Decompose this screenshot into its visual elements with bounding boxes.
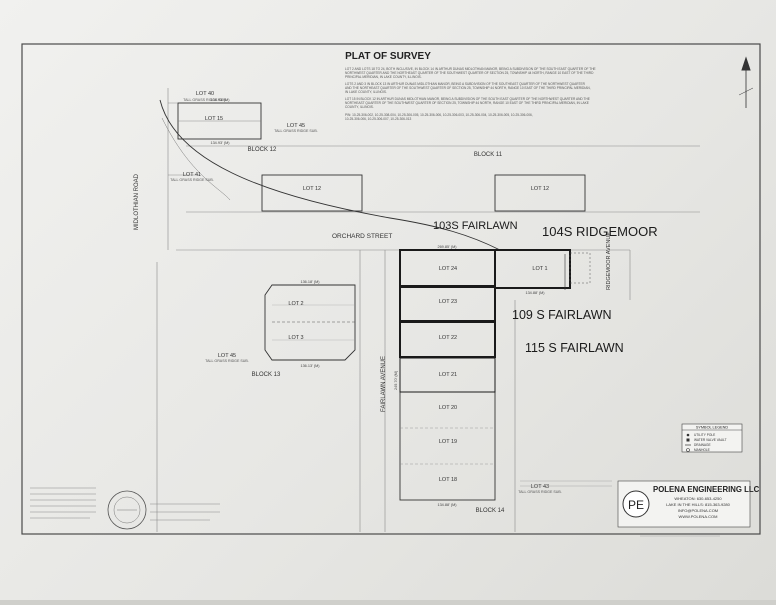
lot-label: LOT 24 [439,266,457,272]
subdivision-note: TALL GRASS RIDGE SUB. [205,359,249,363]
legend-item: MANHOLE [694,448,710,452]
lot-label: LOT 1 [532,266,547,272]
block-label: BLOCK 11 [474,152,503,158]
legal-line: COUNTY, ILLINOIS. [345,105,374,109]
lot-label: LOT 43 [531,484,549,490]
street-label-midlothian: MIDLOTHIAN ROAD [134,173,140,230]
block-13-lots [264,284,356,361]
dimension: 134.88' (M) [525,291,545,295]
lot-label: LOT 15 [205,116,223,122]
lot-label: LOT 3 [288,335,303,341]
plat-title: PLAT OF SURVEY [345,51,431,62]
plat-border [21,43,761,535]
handwritten-address: 109 S FAIRLAWN [512,308,612,322]
company-name: POLENA ENGINEERING LLC [653,485,760,494]
lot-label: LOT 12 [303,186,321,192]
legal-line: NORTHEAST QUARTER OF THE SOUTHWEST QUART… [345,101,589,105]
legal-line: LOT 15 IN BLOCK 12 IN ARTHUR DUNAS MIDLO… [345,97,590,101]
dimension: 136.18' (M) [300,280,320,284]
street-label-fairlawn: FAIRLAWN AVENUE [381,356,387,412]
legal-line: AND THE NORTHEAST QUARTER OF THE SOUTHWE… [345,86,591,90]
lot-label: LOT 45 [287,123,305,129]
dimension: 134.88' (M) [437,503,457,507]
legend-item: WATER VALVE VAULT [694,438,727,442]
highlighted-lots [399,249,571,393]
lot-label: LOT 22 [439,335,457,341]
lot-label: LOT 12 [531,186,549,192]
handwritten-address: 104S RIDGEMOOR [542,224,658,239]
lot-label: LOT 41 [183,172,201,178]
lot-label: LOT 21 [439,372,457,378]
legal-description: LOT 2 AND LOTS 18 TO 24, BOTH INCLUSIVE,… [345,67,596,121]
company-block: PE POLENA ENGINEERING LLC WHEATON: 630-6… [617,480,760,528]
lot-label: LOT 40 [196,91,214,97]
subdivision-note: TALL GRASS RIDGE SUB. [183,98,227,102]
lot-label: LOT 18 [439,477,457,483]
lot-label: LOT 23 [439,299,457,305]
legal-line: IN LAKE COUNTY, ILLINOIS. [345,90,387,94]
company-line: WHEATON: 630-653-4250 [674,496,722,501]
surveyor-notes [30,487,220,521]
north-arrow-icon [738,56,754,108]
dimension: 134.93' (M) [210,141,230,145]
block-label: BLOCK 14 [476,508,505,514]
subdivision-note: TALL GRASS RIDGE SUB. [518,490,562,494]
legend-title: SYMBOL LEGEND [696,426,729,430]
company-line: LAKE IN THE HILLS: 815-363-9280 [666,502,731,507]
company-line: WWW.POLENA.COM [679,514,718,519]
legal-line: LOTS 2 AND 3 IN BLOCK 13 IN ARTHUR DUNAS… [345,82,586,86]
legend-item: UTILITY POLE [694,433,715,437]
lot-label: LOT 45 [218,353,236,359]
row-lines [156,88,700,532]
handwritten-address: 103S FAIRLAWN [433,220,518,232]
legal-line: PIN: 10-25-306-002, 10-25-308-004, 10-25… [345,113,533,117]
legal-line: NORTHWEST QUARTER AND THE NORTHEAST QUAR… [345,71,594,75]
easement-curve [159,99,501,251]
legend-item: DRAINAGE [694,443,711,447]
legal-line: 10-25-306-006, 10-25-306-007, 10-25-306-… [345,117,412,121]
subdivision-note: TALL GRASS RIDGE SUB. [274,129,318,133]
handwritten-address: 115 S FAIRLAWN [525,341,624,355]
lot-label: LOT 20 [439,405,457,411]
block-label: BLOCK 12 [248,147,277,153]
sheet-info-lines [520,480,720,537]
dimension: 269.85' (M) [437,245,457,249]
lot-label: LOT 19 [439,439,457,445]
dimension: 134.93' (M) [210,98,230,102]
block-label: BLOCK 13 [252,372,281,378]
surveyor-seal-icon [107,490,147,530]
company-logo-icon: PE [628,498,644,512]
street-label-ridgemoor: RIDGEMOOR AVENUE [606,232,612,290]
symbol-legend: SYMBOL LEGEND UTILITY POLE WATER VALVE V… [681,423,743,453]
dimension: 249.70' (M) [394,370,398,390]
legal-line: LOT 2 AND LOTS 18 TO 24, BOTH INCLUSIVE,… [345,67,596,71]
street-label-orchard: ORCHARD STREET [332,233,392,240]
company-line: INFO@POLENA.COM [678,508,718,513]
lot-label: LOT 2 [288,301,303,307]
legal-line: PRINCIPAL MERIDIAN, IN LAKE COUNTY, ILLI… [345,75,422,79]
subdivision-note: TALL GRASS RIDGE SUB. [170,178,214,182]
dimension: 136.13' (M) [300,364,320,368]
